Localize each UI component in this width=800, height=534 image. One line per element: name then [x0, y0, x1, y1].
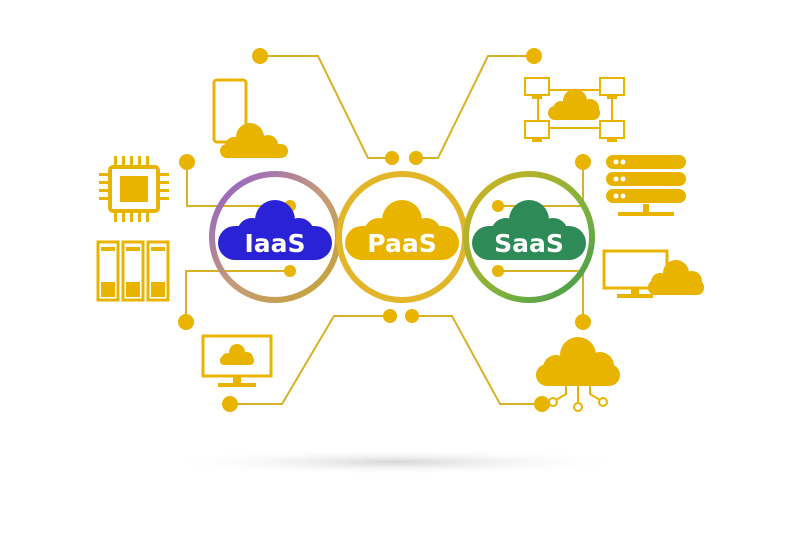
saas-cloud[interactable]: SaaS [472, 200, 586, 260]
server-racks-icon [96, 240, 170, 302]
cpu-chip-icon [99, 156, 169, 222]
connector-dots [178, 48, 591, 412]
cloud-circuit-icon [536, 337, 620, 412]
saas-label: SaaS [494, 229, 564, 258]
iaas-label: IaaS [244, 229, 305, 258]
paas-label: PaaS [367, 229, 436, 258]
phone-cloud-icon [212, 78, 288, 158]
network-computers-cloud-icon [524, 77, 625, 142]
saas-ring [463, 171, 595, 303]
monitor-cloud-right-icon [602, 249, 704, 298]
floor-shadow [160, 449, 630, 475]
connector-lines [185, 55, 584, 405]
iaas-cloud[interactable]: IaaS [218, 200, 332, 260]
monitor-cloud-icon [201, 334, 273, 387]
server-stack-icon [606, 155, 686, 216]
paas-cloud[interactable]: PaaS [345, 200, 459, 260]
